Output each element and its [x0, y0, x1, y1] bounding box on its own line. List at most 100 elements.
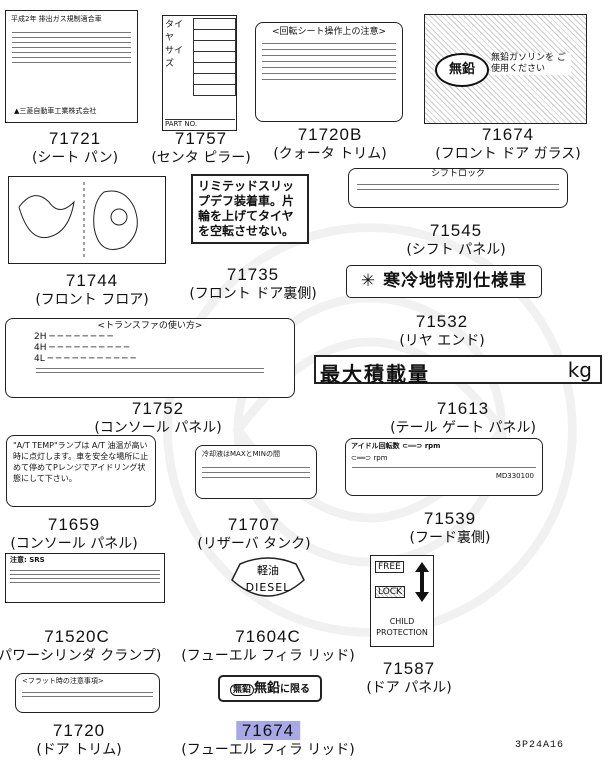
diesel-jp: 軽油: [257, 563, 279, 577]
diagram-ref-code: 3P24A16: [515, 740, 565, 751]
free-label: FREE: [375, 561, 404, 573]
part-number: 71613: [436, 399, 490, 418]
callout-71720[interactable]: 71720 (ドア トリム): [36, 721, 122, 759]
part-location: (ドア パネル): [366, 680, 452, 696]
unleaded-glass-note: 無鉛ガソリンを ご使用ください: [491, 53, 571, 75]
part-number: 71604C: [235, 627, 301, 646]
part-number: 71707: [227, 515, 281, 534]
part-location: (フロント ドア裏側): [189, 286, 317, 302]
callout-71720B[interactable]: 71720B (クォータ トリム): [273, 125, 387, 163]
decal-max-load: 最大積載量 kg: [314, 355, 602, 386]
callout-71604C[interactable]: 71604C (フューエル フィラ リッド): [181, 627, 355, 665]
part-number: 71735: [226, 265, 280, 284]
part-location: (シート パン): [31, 150, 119, 166]
callout-71587[interactable]: 71587 (ドア パネル): [366, 659, 452, 697]
child-protection-text: CHILD PROTECTION: [376, 617, 428, 637]
transfer-2h: 2H: [34, 332, 47, 342]
decal-cold-spec: ✳ 寒冷地特別仕様車: [346, 265, 542, 298]
callout-71659[interactable]: 71659 (コンソール パネル): [10, 515, 138, 553]
part-number: 71539: [423, 509, 477, 528]
part-location: (シフト パネル): [406, 242, 506, 258]
engine-sketch-icon: [18, 182, 138, 257]
callout-71532[interactable]: 71532 (リヤ エンド): [399, 312, 485, 350]
part-number: 71674: [481, 125, 535, 144]
part-location: (フューエル フィラ リッド): [181, 648, 355, 664]
callout-71735[interactable]: 71735 (フロント ドア裏側): [189, 265, 317, 303]
idle-rpm-2: rpm: [373, 454, 388, 462]
part-location: (フロント ドア ガラス): [435, 146, 581, 162]
shift-lock-title: シフトロック: [430, 169, 485, 179]
decal-unleaded-glass: 無鉛 無鉛ガソリンを ご使用ください: [424, 14, 587, 124]
idle-code: MD330100: [495, 472, 534, 480]
transfer-title: <トランスファの使い方>: [97, 321, 203, 331]
idle-rpm-1: rpm: [424, 442, 441, 450]
max-load-text: 最大積載量: [320, 362, 430, 386]
part-number: 71757: [174, 129, 228, 148]
part-number: 71587: [382, 659, 436, 678]
unleaded-only-suffix: に限る: [280, 684, 311, 695]
callout-71674-fuel[interactable]: 71674 (フューエル フィラ リッド): [181, 721, 355, 758]
part-location: (リザーバ タンク): [197, 536, 311, 552]
decal-child-lock: FREE LOCK CHILD PROTECTION: [370, 555, 434, 647]
snowflake-icon: ✳: [360, 271, 377, 291]
callout-71539[interactable]: 71539 (フード裏側): [409, 509, 491, 547]
quarter-trim-title: <回転シート操作上の注意>: [271, 27, 387, 37]
callout-71613[interactable]: 71613 (テール ゲート パネル): [390, 399, 536, 437]
decal-shift-lock: シフトロック: [348, 168, 568, 208]
part-location: (コンソール パネル): [10, 536, 138, 552]
transfer-4h: 4H: [34, 343, 47, 353]
max-load-unit: kg: [567, 358, 592, 382]
part-location: (センタ ピラー): [151, 150, 251, 166]
lsd-text: リミテッドスリップデフ装着車。片輪を上げてタイヤを空転させない。: [198, 179, 295, 238]
lock-label: LOCK: [375, 586, 405, 598]
decal-tire-placard: タイヤ サイズ PART NO.: [162, 15, 237, 131]
unleaded-only-main: 無鉛: [254, 681, 281, 696]
srs-title: 注意: SRS: [10, 556, 45, 564]
part-number: 71721: [48, 129, 102, 148]
up-down-arrow-icon: [415, 562, 429, 602]
callout-71752[interactable]: 71752(コンソール パネル): [94, 399, 221, 437]
transfer-4l: 4L: [34, 354, 45, 364]
part-location: (テール ゲート パネル): [390, 420, 536, 436]
part-number-highlighted: 71674: [235, 721, 301, 740]
cold-spec-text: 寒冷地特別仕様車: [383, 271, 528, 291]
decal-unleaded-only: 無鉛無鉛に限る: [218, 675, 322, 702]
part-number: 71720B: [297, 125, 363, 144]
callout-71520C[interactable]: 71520C (パワーシリンダ クランプ): [0, 627, 162, 665]
part-number: 71752: [131, 399, 185, 418]
decal-flat-seat: <フラット時の注意事項>: [15, 673, 160, 713]
reservoir-text: 冷却液はMAXとMINの間: [202, 450, 280, 458]
decal-srs: 注意: SRS: [5, 553, 165, 603]
flat-seat-title: <フラット時の注意事項>: [22, 677, 104, 685]
part-number: 71520C: [44, 627, 110, 646]
at-temp-text: "A/T TEMP"ランプは A/T 油温が高い時に点灯します。車を安全な場所に…: [13, 441, 149, 483]
callout-71674-glass[interactable]: 71674 (フロント ドア ガラス): [435, 125, 581, 163]
part-location: (ドア トリム): [36, 742, 122, 758]
decal-seat-pan: 平成2年 排出ガス規制適合車 ▲三菱自動車工業株式会社: [5, 10, 138, 123]
part-location: (フード裏側): [409, 530, 491, 546]
decal-idle-speed: アイドル回転数 ⊂══⊃ rpm ⊂══⊃ rpm MD330100: [345, 438, 543, 496]
part-number: 71659: [47, 515, 101, 534]
tire-size: サイズ: [165, 46, 184, 69]
decal-diesel: 軽油 DIESEL: [231, 557, 305, 597]
decal-lsd-warning: リミテッドスリップデフ装着車。片輪を上げてタイヤを空転させない。: [191, 174, 309, 244]
part-location: (パワーシリンダ クランプ): [0, 648, 162, 664]
part-location: (フロント フロア): [35, 292, 149, 308]
decal-at-temp: "A/T TEMP"ランプは A/T 油温が高い時に点灯します。車を安全な場所に…: [6, 435, 156, 507]
part-number: 71720: [52, 721, 106, 740]
callout-71707[interactable]: 71707 (リザーバ タンク): [197, 515, 311, 553]
part-location: (クォータ トリム): [273, 146, 387, 162]
callout-71744[interactable]: 71744(フロント フロア): [35, 272, 149, 309]
decal-reservoir: 冷却液はMAXとMINの間: [195, 445, 317, 499]
decal-quarter-trim: <回転シート操作上の注意>: [255, 22, 403, 122]
callout-71545[interactable]: 71545 (シフト パネル): [406, 221, 506, 259]
part-number: 71532: [415, 312, 469, 331]
part-location: (リヤ エンド): [399, 333, 485, 349]
callout-71721[interactable]: 71721 (シート パン): [31, 129, 119, 167]
part-location: (フューエル フィラ リッド): [181, 742, 355, 758]
decal-transfer: <トランスファの使い方> 2H ─ ─ ─ ─ ─ ─ ─ ─ 4H ─ ─ ─…: [5, 318, 295, 398]
decal-front-floor: [8, 176, 166, 264]
part-number: 71545: [429, 221, 483, 240]
callout-71757[interactable]: 71757 (センタ ピラー): [151, 129, 251, 167]
diesel-en: DIESEL: [246, 581, 291, 594]
